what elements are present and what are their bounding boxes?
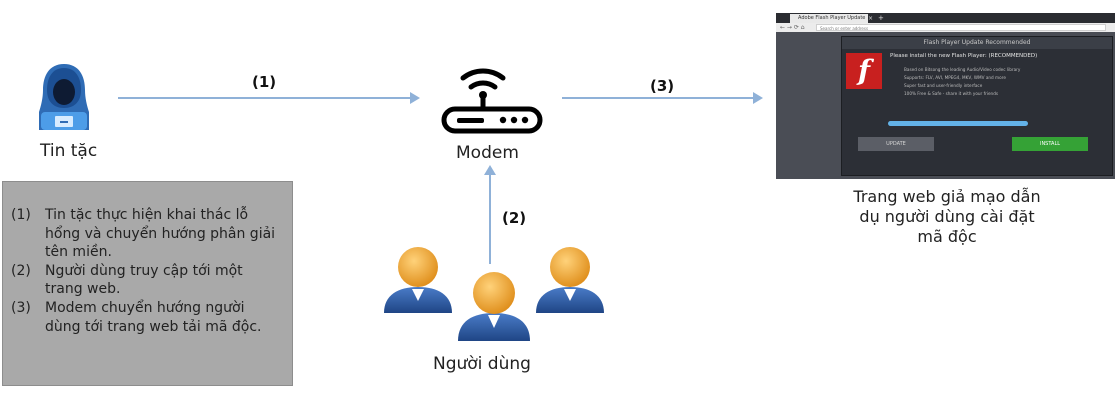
legend-box: (1) Tin tặc thực hiện khai thác lỗ hổng … <box>2 181 293 386</box>
dialog-bullet: 100% Free & Safe - share it with your fr… <box>904 91 999 96</box>
fake-site-caption: Trang web giả mạo dẫn dụ người dùng cài … <box>853 187 1041 246</box>
download-progress-bar <box>888 121 1028 126</box>
update-button[interactable]: UPDATE <box>858 137 934 151</box>
legend-item-text: Người dùng truy cập tới một trang web. <box>45 262 243 298</box>
browser-tab-bar: Adobe Flash Player Update × + <box>776 13 1115 23</box>
legend-item: (1) Tin tặc thực hiện khai thác lỗ hổng … <box>11 206 284 262</box>
router-icon <box>441 68 543 134</box>
modem-label: Modem <box>456 143 519 163</box>
browser-page: Flash Player Update Recommended f Please… <box>776 32 1115 179</box>
dialog-title: Please install the new Flash Player: (RE… <box>890 53 1038 59</box>
arrow-hacker-to-modem <box>118 97 414 99</box>
address-bar[interactable]: Search or enter address <box>816 24 1106 31</box>
legend-item: (2) Người dùng truy cập tới một trang we… <box>11 262 284 299</box>
arrowhead-3-icon <box>753 92 763 104</box>
legend-item: (3) Modem chuyển hướng người dùng tới tr… <box>11 299 284 336</box>
arrow-users-to-modem <box>489 174 491 264</box>
legend-item-text: Tin tặc thực hiện khai thác lỗ hổng và c… <box>45 207 276 261</box>
step-1-label: (1) <box>252 73 277 91</box>
step-2-label: (2) <box>502 209 527 227</box>
dialog-bullet: Super fast and user-friendly interface <box>904 83 983 88</box>
close-tab-icon[interactable]: × <box>868 15 874 22</box>
arrow-modem-to-site <box>562 97 756 99</box>
flash-update-dialog: Flash Player Update Recommended f Please… <box>841 36 1113 176</box>
legend-item-text: Modem chuyển hướng người dùng tới trang … <box>45 299 262 335</box>
nav-buttons-icon[interactable]: ← → ⟳ ⌂ <box>780 24 805 31</box>
legend-item-number: (1) <box>11 207 31 223</box>
legend-item-number: (3) <box>11 299 31 316</box>
step-3-label: (3) <box>650 77 675 95</box>
dialog-bullet: Based on Bitsong the leading Audio/Video… <box>904 67 1021 72</box>
users-label: Người dùng <box>433 354 531 374</box>
fake-website-screenshot: Adobe Flash Player Update × + ← → ⟳ ⌂ Se… <box>776 13 1115 179</box>
flash-logo-icon: f <box>846 53 882 89</box>
install-button[interactable]: INSTALL <box>1012 137 1088 151</box>
browser-tab[interactable]: Adobe Flash Player Update <box>790 14 868 23</box>
hacker-icon <box>39 64 89 130</box>
browser-nav-bar: ← → ⟳ ⌂ Search or enter address <box>776 23 1115 32</box>
arrowhead-1-icon <box>410 92 420 104</box>
users-group-icon <box>384 247 604 341</box>
hacker-label: Tin tặc <box>40 141 98 161</box>
legend-item-number: (2) <box>11 262 31 279</box>
dialog-bullet: Supports: FLV, AVI, MPEG4, MKV, WMV and … <box>904 75 1006 80</box>
arrowhead-2-icon <box>484 165 496 175</box>
new-tab-icon[interactable]: + <box>878 14 884 22</box>
dialog-header: Flash Player Update Recommended <box>842 37 1112 49</box>
